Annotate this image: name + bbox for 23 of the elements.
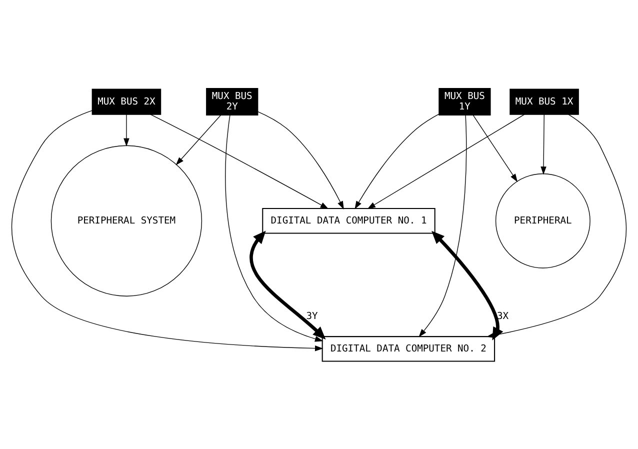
node-box: MUX BUS 2Y [206, 88, 258, 115]
node-box: MUX BUS 1X [510, 88, 579, 114]
arrow [150, 113, 329, 209]
arrow [432, 230, 504, 340]
arrow [176, 114, 222, 165]
arrow [354, 113, 440, 209]
edge-label: 3Y [306, 310, 318, 322]
arrow [486, 113, 626, 338]
node-box: MUX BUS 2X [92, 88, 162, 114]
arrow [540, 113, 546, 174]
arrow [124, 113, 130, 146]
node-box: DIGITAL DATA COMPUTER NO. 2 [322, 336, 496, 362]
arrow [250, 230, 326, 340]
arrow [257, 110, 344, 209]
edge-label: 3X [496, 310, 509, 322]
node-box: DIGITAL DATA COMPUTER NO. 1 [262, 208, 436, 234]
node-box: MUX BUS 1Y [438, 88, 491, 115]
arrow [12, 110, 324, 351]
arrow [418, 114, 467, 337]
arrow [225, 114, 324, 342]
node-circle: PERIPHERAL SYSTEM [50, 144, 202, 296]
arrow [367, 113, 526, 209]
arrow [472, 114, 518, 182]
